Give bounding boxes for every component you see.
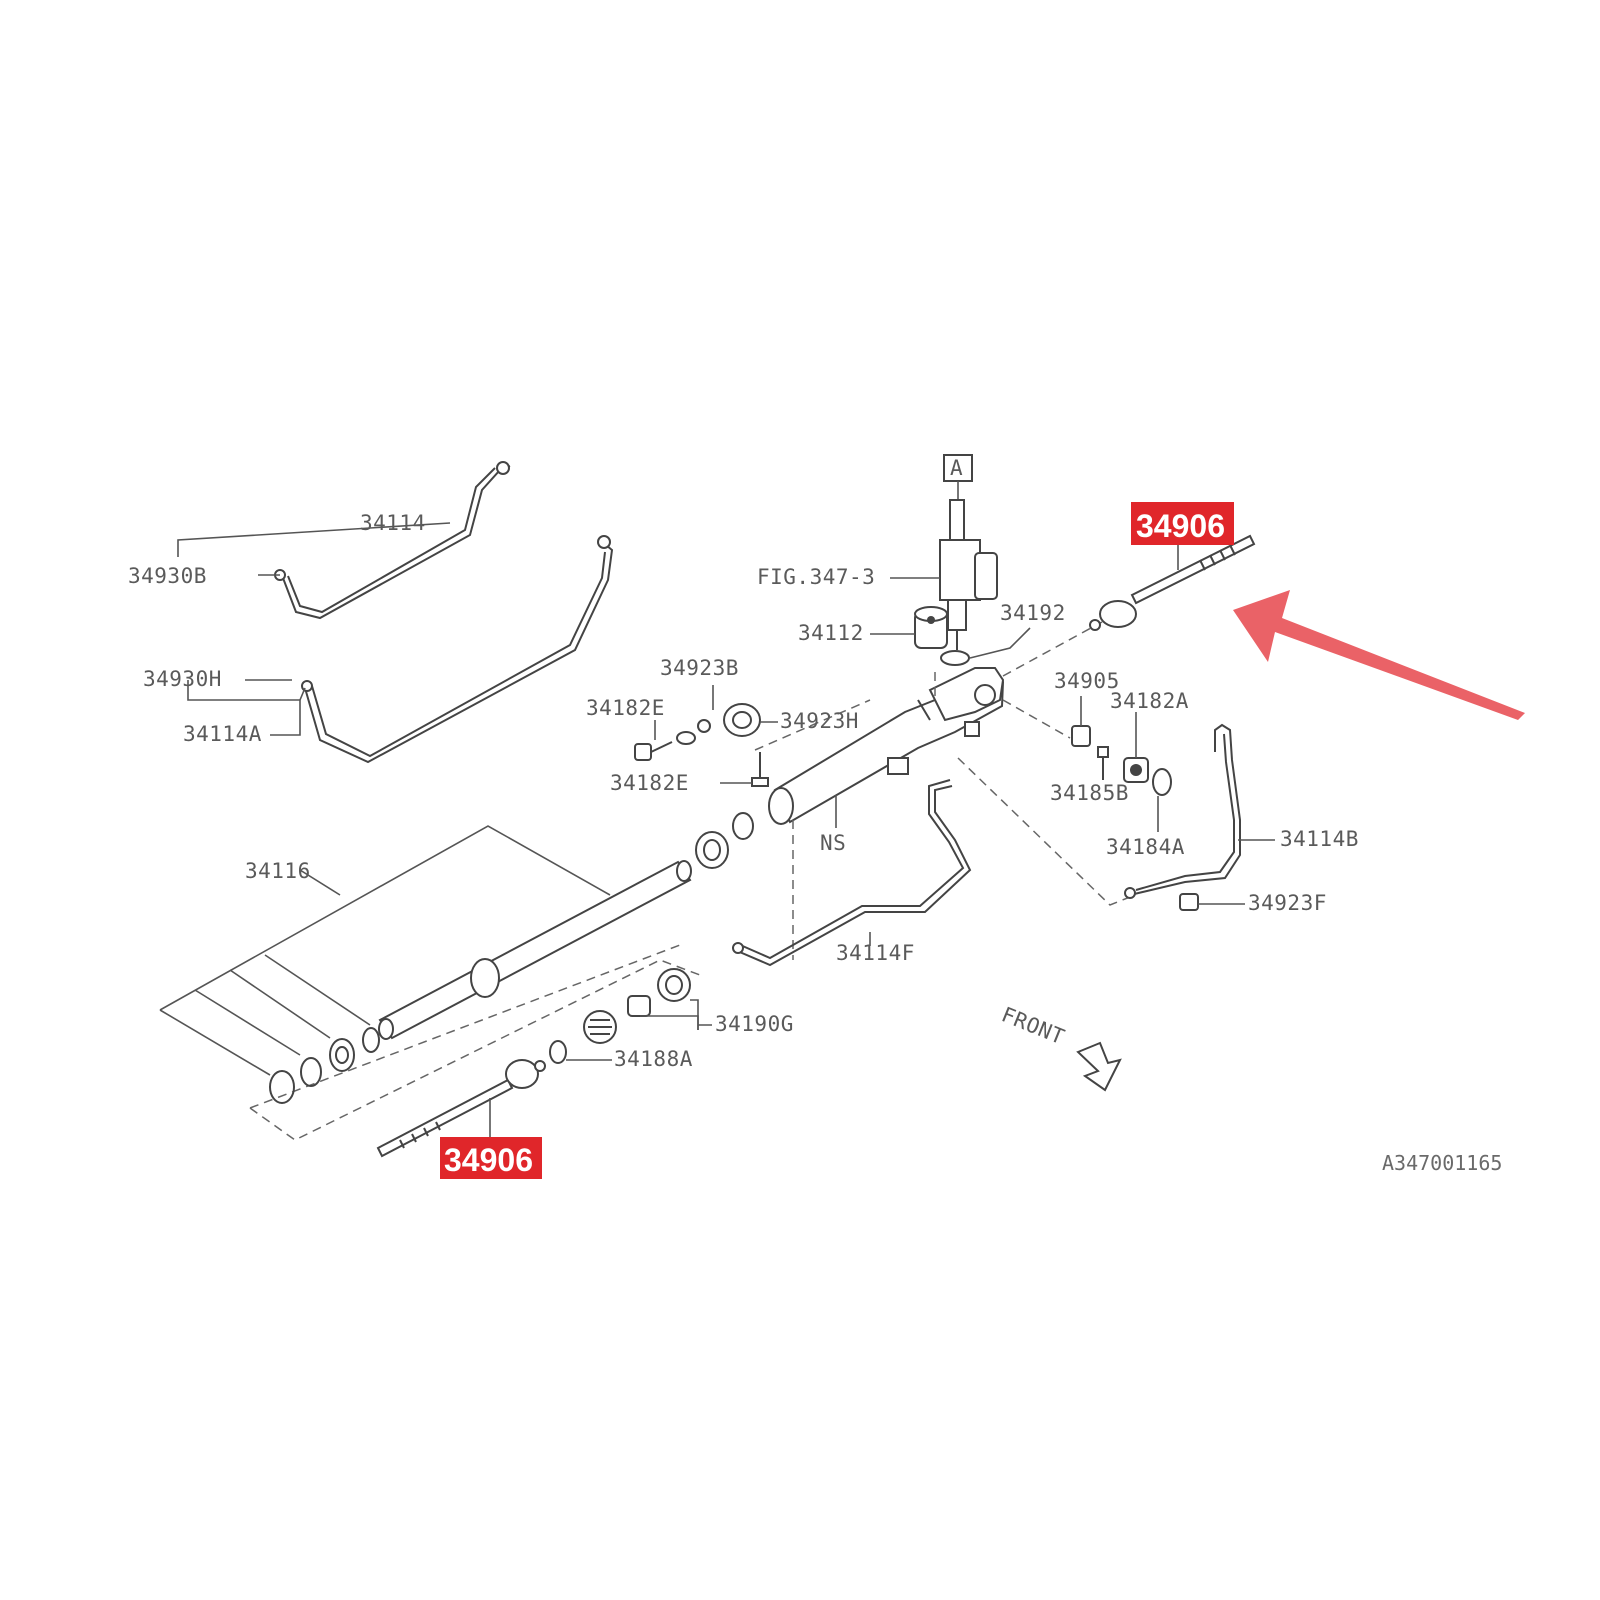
label-34114: 34114	[360, 511, 426, 535]
clip-34923F	[1179, 893, 1199, 911]
pipe-34114B	[1124, 723, 1241, 899]
tie-rod-34906-upper	[1089, 534, 1256, 631]
label-34112: 34112	[798, 621, 864, 645]
label-34114B: 34114B	[1280, 827, 1359, 851]
label-34930B: 34930B	[128, 564, 207, 588]
rack-housing	[768, 667, 1005, 825]
pipe-34114F	[732, 779, 972, 967]
nut-small-34182E	[697, 719, 711, 733]
pipe-34114	[274, 461, 511, 620]
label-fig-347-3: FIG.347-3	[757, 565, 875, 589]
valve-assembly	[939, 499, 998, 650]
label-34182E-bottom: 34182E	[610, 771, 689, 795]
ref-box-a-label: A	[950, 456, 963, 480]
o-ring-34192	[940, 650, 970, 666]
highlighted-part-lower: 34906	[444, 1142, 533, 1178]
bushing-34112	[914, 606, 948, 649]
label-ns: NS	[820, 831, 846, 855]
label-34182A: 34182A	[1110, 689, 1189, 713]
boot-34190G	[583, 968, 691, 1044]
label-34192: 34192	[1000, 601, 1066, 625]
front-label: FRONT	[998, 1002, 1068, 1049]
label-34923F: 34923F	[1248, 891, 1327, 915]
label-34930H: 34930H	[143, 667, 222, 691]
label-34188A: 34188A	[614, 1047, 693, 1071]
label-34905: 34905	[1054, 669, 1120, 693]
ring-34184A	[1152, 768, 1172, 796]
washer-34188A	[549, 1040, 567, 1064]
highlight-box-upper	[1131, 502, 1234, 545]
bolt-34182E-top	[634, 741, 673, 761]
bolt-34185B	[1097, 746, 1109, 780]
label-34184A: 34184A	[1106, 835, 1185, 859]
pipe-34114A	[301, 535, 614, 764]
ref-box-a	[943, 454, 973, 482]
label-34116: 34116	[245, 859, 311, 883]
highlight-box-lower	[440, 1137, 542, 1179]
pointer-arrow	[1233, 590, 1525, 720]
tie-rod-34906-lower	[376, 1059, 546, 1158]
label-34923H: 34923H	[780, 709, 859, 733]
label-34190G: 34190G	[715, 1012, 794, 1036]
figure-id: A347001165	[1382, 1151, 1502, 1175]
label-34114F: 34114F	[836, 941, 915, 965]
label-34185B: 34185B	[1050, 781, 1129, 805]
nut-34182A	[1123, 757, 1149, 783]
label-34923B: 34923B	[660, 656, 739, 680]
label-34114A: 34114A	[183, 722, 262, 746]
front-arrow-icon	[1076, 1041, 1122, 1092]
washer-34182E	[676, 731, 696, 745]
seal-pair	[695, 812, 754, 869]
rack-bar-34116	[378, 860, 692, 1040]
highlighted-part-upper: 34906	[1136, 508, 1225, 544]
clamp-34923H	[723, 703, 761, 737]
bushing-34905	[1071, 725, 1091, 747]
label-34182E-top: 34182E	[586, 696, 665, 720]
bolt-34182E-bottom	[751, 752, 769, 787]
seal-set-34116	[269, 1027, 380, 1104]
